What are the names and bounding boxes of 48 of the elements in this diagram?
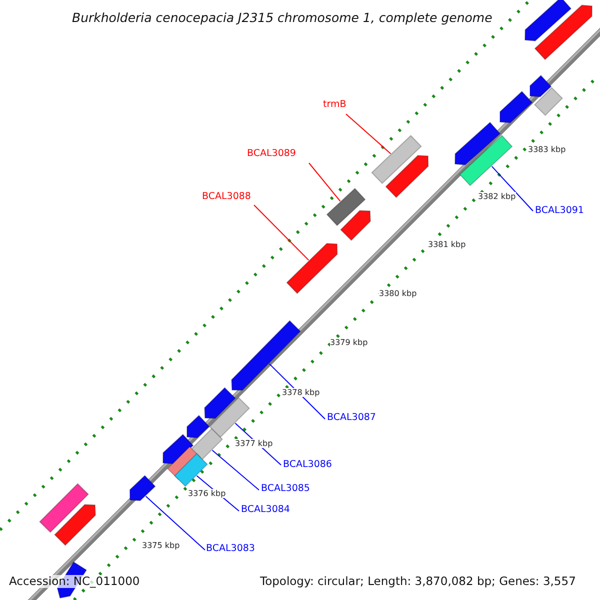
- gene-feature: [371, 134, 422, 184]
- gene-feature: [524, 0, 572, 42]
- scale-label: 3381 kbp: [428, 240, 466, 250]
- gene-label: BCAL3084: [241, 505, 290, 516]
- scale-label: 3380 kbp: [379, 289, 417, 298]
- gene-feature: [326, 188, 366, 226]
- leader-line: [308, 162, 341, 202]
- scale-label: 3383 kbp: [528, 145, 566, 154]
- gene-feature: [534, 87, 563, 116]
- gene-label: BCAL3089: [247, 149, 296, 160]
- gene-feature: [129, 474, 156, 502]
- gene-label: BCAL3085: [261, 484, 310, 495]
- gene-feature: [39, 483, 89, 533]
- gene-feature: [204, 387, 236, 419]
- scale-label: 3375 kbp: [142, 541, 180, 550]
- gene-feature: [385, 154, 429, 198]
- accession-label: Accession: NC_011000: [9, 575, 140, 588]
- gene-feature: [174, 453, 208, 487]
- leader-line: [346, 114, 392, 154]
- gene-feature: [286, 242, 338, 294]
- gene-label: BCAL3091: [535, 206, 584, 217]
- gene-feature: [454, 122, 501, 166]
- diagram-title: Burkholderia cenocepacia J2315 chromosome 1, complete genome: [72, 11, 492, 26]
- gene-label: BCAL3083: [206, 544, 255, 555]
- gene-feature: [231, 320, 301, 391]
- gene-label: trmB: [323, 100, 346, 111]
- scale-label: 3376 kbp: [188, 489, 226, 498]
- leader-line: [212, 450, 260, 490]
- scale-label: 3377 kbp: [235, 439, 273, 448]
- gene-feature: [340, 210, 371, 241]
- gene-label: BCAL3087: [327, 413, 376, 424]
- gene-feature: [162, 434, 194, 464]
- gene-feature: [500, 90, 533, 124]
- scale-label: 3382 kbp: [478, 192, 516, 202]
- scale-label: 3379 kbp: [330, 338, 368, 348]
- gene-feature: [190, 428, 223, 461]
- gene-feature: [530, 74, 552, 98]
- leader-line: [145, 496, 206, 550]
- genome-info: Topology: circular; Length: 3,870,082 bp; Genes: 3,557: [260, 575, 576, 588]
- gene-label: BCAL3088: [202, 192, 251, 203]
- leader-line: [254, 204, 310, 261]
- gene-feature: [54, 504, 96, 546]
- leader-line: [491, 166, 534, 212]
- scale-label: 3378 kbp: [282, 388, 320, 398]
- gene-feature: [459, 134, 513, 186]
- gene-feature: [209, 397, 250, 438]
- gene-label: BCAL3086: [283, 460, 332, 471]
- gene-feature: [534, 4, 592, 60]
